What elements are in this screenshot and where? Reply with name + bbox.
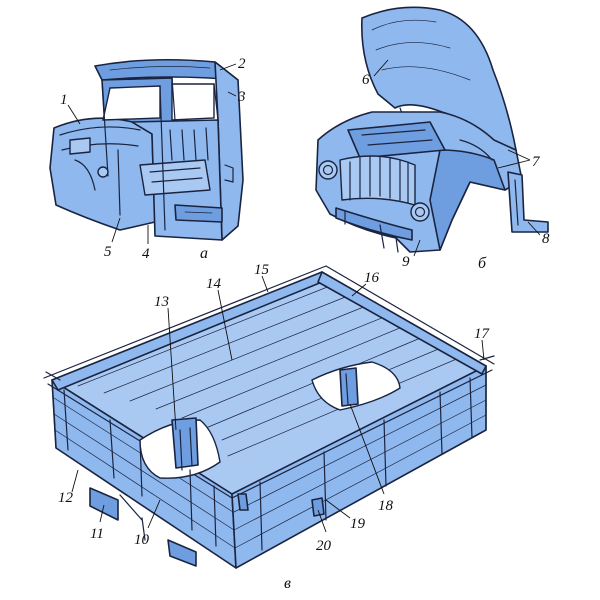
label-17: 17 — [474, 326, 491, 342]
leader-lines — [67, 59, 541, 533]
label-11: 11 — [90, 526, 104, 542]
subfigure-letter-c: в — [284, 575, 291, 592]
label-8: 8 — [542, 231, 550, 247]
label-9: 9 — [402, 254, 410, 270]
label-15: 15 — [254, 262, 270, 278]
label-13: 13 — [154, 294, 169, 310]
cargo-body-drawing — [43, 265, 495, 569]
label-2: 2 — [238, 56, 246, 72]
label-18: 18 — [378, 498, 394, 514]
hood-drawing — [315, 6, 549, 253]
label-3: 3 — [237, 89, 246, 105]
label-16: 16 — [364, 270, 380, 286]
label-7: 7 — [532, 154, 541, 170]
label-5: 5 — [104, 244, 112, 260]
label-10: 10 — [134, 532, 150, 548]
subfigure-letter-a: а — [200, 245, 208, 262]
label-1: 1 — [60, 92, 68, 108]
callout-labels: 1 2 3 4 5 а 6 7 8 9 б 10 11 12 13 14 15 … — [58, 56, 550, 592]
subfigure-letter-b: б — [478, 255, 487, 272]
label-6: 6 — [362, 72, 370, 88]
cab-drawing — [49, 58, 244, 241]
label-20: 20 — [316, 538, 332, 554]
label-19: 19 — [350, 516, 366, 532]
label-4: 4 — [142, 246, 150, 262]
label-14: 14 — [206, 276, 222, 292]
label-12: 12 — [58, 490, 74, 506]
